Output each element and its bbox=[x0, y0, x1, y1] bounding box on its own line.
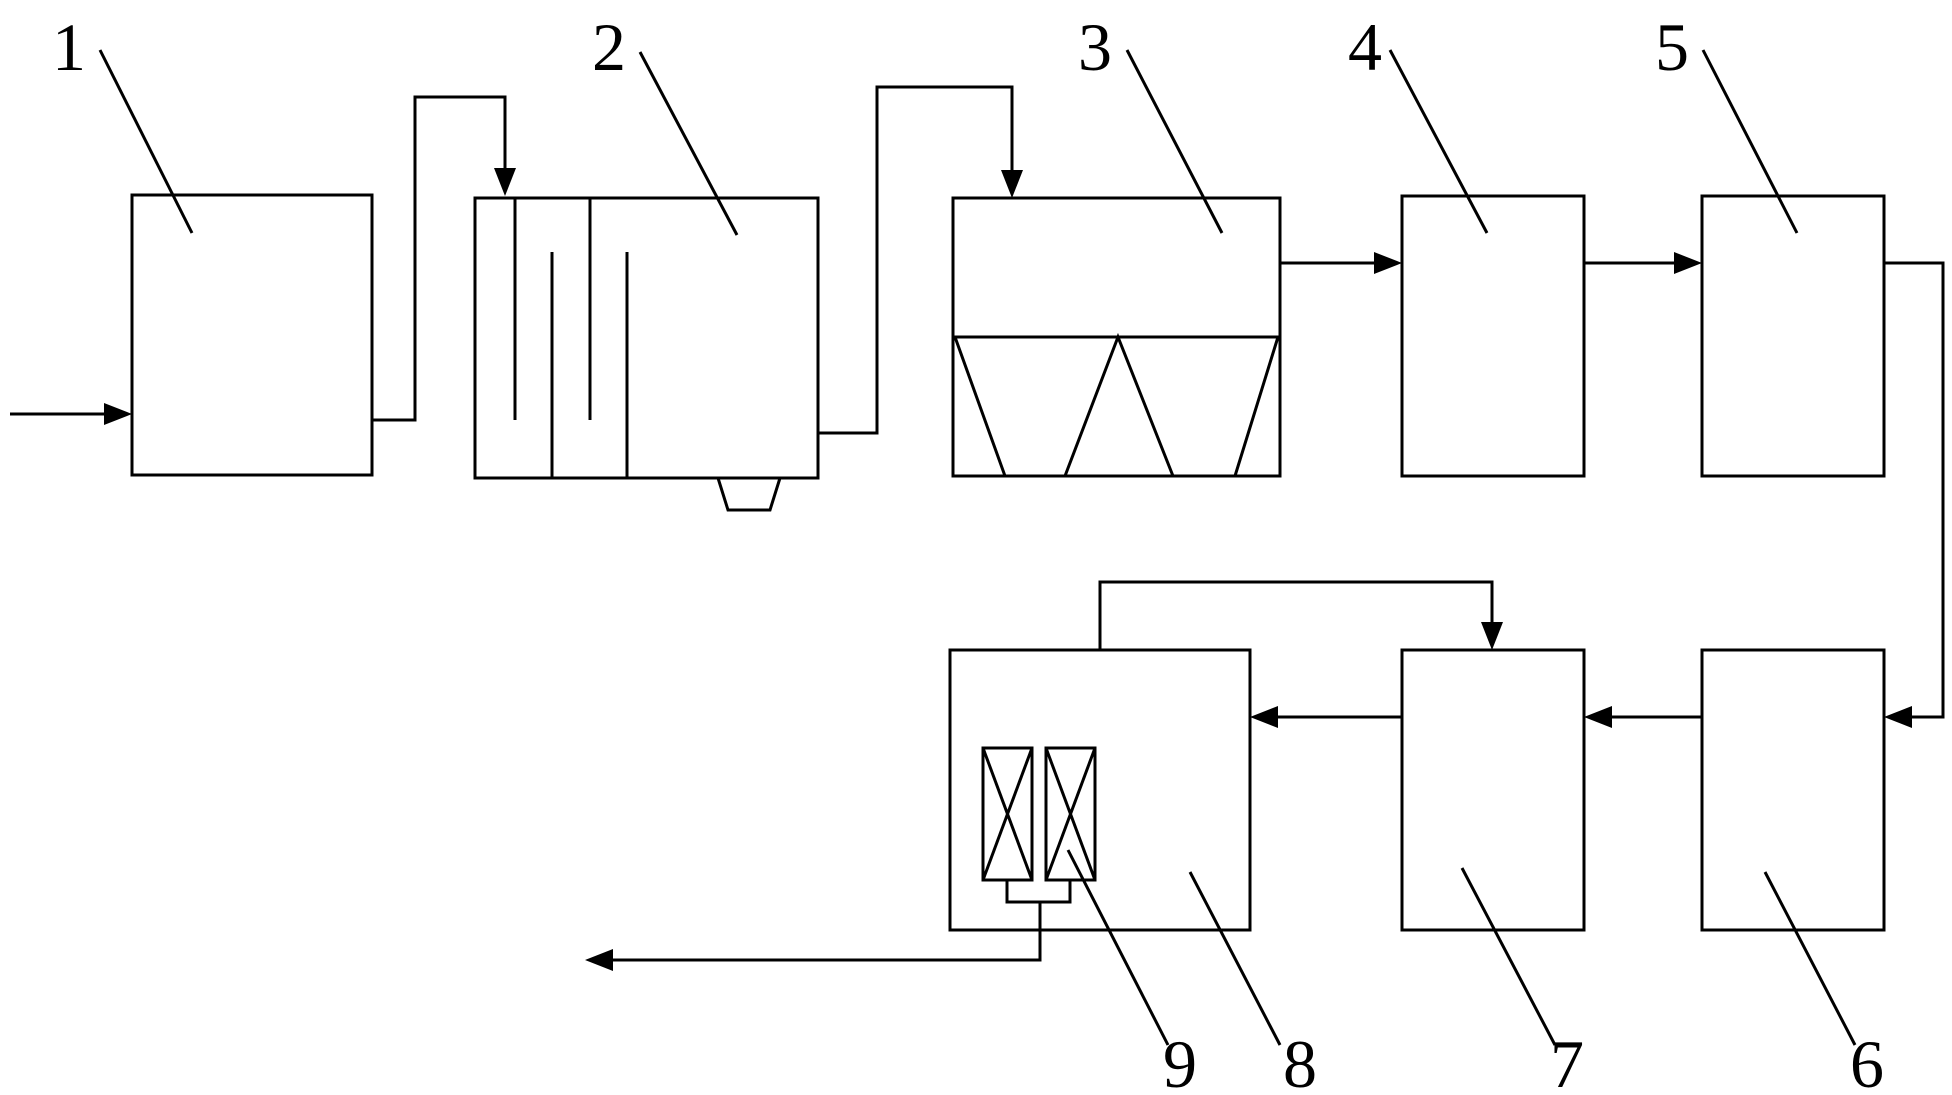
pipe-3-to-4-arrowhead bbox=[1374, 252, 1402, 274]
recirculation-line bbox=[1098, 580, 1494, 650]
unit-4: 4 bbox=[1348, 9, 1586, 478]
unit-5-leader-line bbox=[1701, 49, 1799, 234]
pipe-2-to-3-line bbox=[818, 85, 1014, 435]
pipe-5-to-6-arrowhead bbox=[1884, 706, 1912, 728]
pipe-5-to-6 bbox=[1884, 261, 1945, 728]
membrane-module-right-cross-2 bbox=[1044, 747, 1097, 881]
unit-3-label: 3 bbox=[1078, 9, 1112, 85]
pipe-3-to-4 bbox=[1280, 252, 1402, 274]
unit-9-membrane-modules: 9 bbox=[981, 746, 1197, 1095]
unit-8-tank bbox=[948, 648, 1252, 932]
unit-5: 5 bbox=[1655, 9, 1886, 478]
outlet-arrowhead bbox=[585, 949, 613, 971]
pipe-4-to-5-arrowhead bbox=[1674, 252, 1702, 274]
unit-6-label: 6 bbox=[1850, 1026, 1884, 1095]
unit-1-tank bbox=[130, 193, 374, 477]
unit-3-leader-line bbox=[1125, 49, 1224, 234]
pipe-5-to-6-line bbox=[1884, 261, 1945, 719]
unit-9-leader-line bbox=[1066, 849, 1170, 1046]
unit-6: 6 bbox=[1700, 648, 1886, 1095]
unit-1-leader-line bbox=[98, 49, 194, 234]
pipe-6-to-7-arrowhead bbox=[1584, 706, 1612, 728]
unit-7: 7 bbox=[1400, 648, 1586, 1095]
pipe-4-to-5 bbox=[1584, 252, 1702, 274]
inlet-arrowhead bbox=[104, 403, 132, 425]
unit-8: 8 bbox=[948, 648, 1317, 1095]
pipe-1-to-2-line bbox=[372, 95, 507, 422]
unit-2-leader-line bbox=[638, 51, 739, 236]
membrane-module-left-cross-2 bbox=[981, 747, 1034, 881]
unit-7-tank bbox=[1400, 648, 1586, 932]
unit-2: 2 bbox=[473, 9, 820, 512]
inlet-arrow bbox=[10, 403, 132, 425]
pipe-7-to-8-arrowhead bbox=[1250, 706, 1278, 728]
unit-1: 1 bbox=[52, 9, 374, 477]
outlet-line bbox=[612, 902, 1042, 962]
unit-2-label: 2 bbox=[592, 9, 626, 85]
unit-3: 3 bbox=[951, 9, 1282, 478]
unit-6-leader-line bbox=[1763, 871, 1857, 1046]
unit-9-label: 9 bbox=[1163, 1026, 1197, 1095]
pipe-7-to-8 bbox=[1250, 706, 1402, 728]
unit-4-leader-line bbox=[1388, 49, 1489, 234]
unit-5-label: 5 bbox=[1655, 9, 1689, 85]
unit-2-sludge-hopper bbox=[716, 477, 782, 512]
outlet-arrow bbox=[585, 902, 1042, 971]
unit-8-leader-line bbox=[1188, 871, 1282, 1046]
unit-5-tank bbox=[1700, 194, 1886, 478]
unit-7-label: 7 bbox=[1550, 1026, 1584, 1095]
pipe-6-to-7 bbox=[1584, 706, 1702, 728]
unit-3-hoppers bbox=[953, 332, 1280, 478]
pipe-2-to-3-arrowhead bbox=[1001, 170, 1023, 198]
unit-8-label: 8 bbox=[1283, 1026, 1317, 1095]
unit-7-leader-line bbox=[1460, 867, 1557, 1046]
membrane-manifold bbox=[1005, 880, 1072, 904]
pipe-1-to-2-arrowhead bbox=[494, 168, 516, 196]
unit-2-tank bbox=[473, 196, 820, 480]
recirculation-8-to-7 bbox=[1098, 580, 1503, 650]
unit-4-label: 4 bbox=[1348, 9, 1382, 85]
unit-4-tank bbox=[1400, 194, 1586, 478]
unit-1-label: 1 bbox=[52, 9, 86, 85]
recirculation-arrowhead bbox=[1481, 622, 1503, 650]
unit-6-tank bbox=[1700, 648, 1886, 932]
pipe-2-to-3 bbox=[818, 85, 1023, 435]
pipe-1-to-2 bbox=[372, 95, 516, 422]
